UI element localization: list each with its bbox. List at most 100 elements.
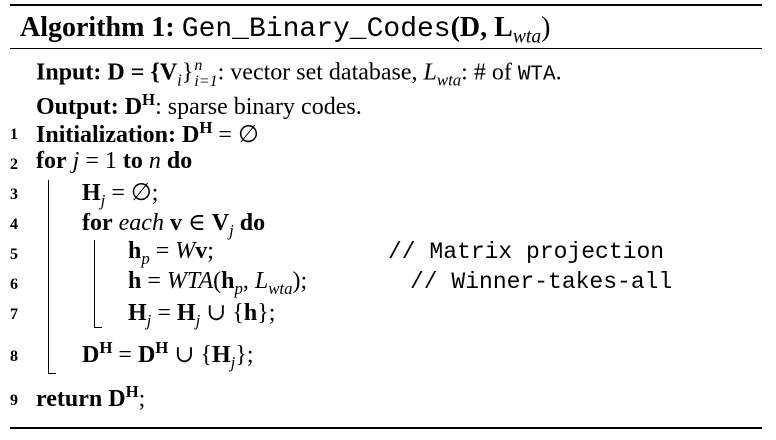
line5-h: h bbox=[128, 238, 142, 264]
line8-D2: D bbox=[137, 342, 156, 368]
outer-loop-bar bbox=[48, 180, 49, 374]
line6-open: ( bbox=[213, 268, 222, 294]
line6-L-sub: wta bbox=[268, 278, 293, 298]
line8-union: ∪ { bbox=[168, 342, 212, 368]
input-L: L bbox=[423, 59, 437, 86]
output-D: D bbox=[124, 94, 143, 120]
line6-sub: p bbox=[234, 278, 243, 298]
line4-V: V bbox=[211, 210, 230, 236]
line-6: h = WTA(hp, Lwta); bbox=[128, 268, 307, 299]
line8-D: D bbox=[82, 342, 100, 368]
output-text: : sparse binary codes. bbox=[155, 94, 362, 120]
line7-sub: j bbox=[146, 310, 152, 330]
input-sub-i: i bbox=[177, 70, 182, 90]
line-3: Hj = ∅; bbox=[82, 178, 158, 211]
line-5: hp = Wv; bbox=[128, 238, 214, 269]
line1-sup: H bbox=[199, 118, 213, 137]
line-4: for each v ∈ Vj do bbox=[82, 208, 265, 241]
line6-close: ); bbox=[292, 268, 308, 294]
line-2: for j = 1 to n do bbox=[36, 148, 192, 175]
line6-comma: , bbox=[242, 268, 255, 294]
do-keyword: do bbox=[239, 210, 266, 236]
line6-eq: = bbox=[141, 268, 167, 294]
comment-matrix-projection: // Matrix projection bbox=[388, 239, 665, 265]
line-number: 7 bbox=[10, 306, 18, 323]
line-number: 8 bbox=[10, 348, 18, 365]
line9-sup: H bbox=[125, 382, 139, 401]
input-sup-n: n bbox=[194, 57, 203, 74]
top-rule bbox=[10, 4, 762, 6]
algorithm-box: Algorithm 1: Gen_Binary_Codes(D, Lwta) I… bbox=[10, 4, 762, 429]
line7-eq: = bbox=[151, 300, 177, 326]
line8-close: }; bbox=[235, 342, 254, 368]
line4-sub: j bbox=[229, 220, 234, 240]
line-number: 9 bbox=[10, 392, 18, 409]
each-keyword: each bbox=[118, 210, 164, 236]
algorithm-label: Algorithm 1: bbox=[20, 12, 175, 43]
line8-eq: = bbox=[112, 342, 138, 368]
line5-eq: = bbox=[149, 238, 176, 264]
output-line: Output: DH: sparse binary codes. bbox=[36, 90, 362, 121]
line-8: DH = DH ∪ {Hj}; bbox=[82, 338, 254, 373]
line-number: 4 bbox=[10, 216, 18, 233]
return-keyword: return bbox=[36, 386, 103, 412]
to-keyword: to bbox=[122, 148, 143, 174]
line7-sub2: j bbox=[195, 310, 201, 330]
algorithm-title: Algorithm 1: Gen_Binary_Codes(D, Lwta) bbox=[20, 12, 550, 49]
line8-sub: j bbox=[230, 352, 236, 372]
inner-loop-end bbox=[94, 327, 102, 328]
line7-H2: H bbox=[176, 300, 196, 326]
input-keyword: Input: bbox=[36, 59, 102, 86]
line5-v: v bbox=[195, 238, 208, 264]
line-number: 3 bbox=[10, 186, 18, 203]
line2-var: j bbox=[72, 148, 80, 174]
output-keyword: Output: bbox=[36, 94, 119, 120]
line3-sub: j bbox=[100, 190, 106, 210]
line6-h2: h bbox=[221, 268, 235, 294]
output-sup: H bbox=[142, 90, 156, 109]
line9-D: D bbox=[108, 386, 126, 412]
line6-L: L bbox=[254, 268, 269, 294]
line6-WTA: WTA bbox=[166, 268, 214, 294]
line-7: Hj = Hj ∪ {h}; bbox=[128, 298, 275, 331]
line9-end: ; bbox=[138, 386, 146, 412]
for-keyword: for bbox=[36, 148, 67, 174]
input-desc-2: : # of bbox=[461, 59, 512, 86]
line8-sup: H bbox=[99, 338, 113, 357]
do-keyword: do bbox=[166, 148, 193, 174]
line2-mid: = 1 bbox=[79, 148, 123, 174]
line7-h: h bbox=[243, 300, 258, 326]
line1-D: D bbox=[182, 122, 200, 148]
line6-h: h bbox=[128, 268, 142, 294]
algorithm-name: Gen_Binary_Codes bbox=[181, 14, 451, 45]
line8-sup2: H bbox=[155, 338, 169, 357]
input-L-sub: wta bbox=[436, 70, 462, 90]
line4-in: ∈ bbox=[181, 210, 212, 236]
middle-rule bbox=[10, 48, 762, 49]
input-sub-i1: i=1 bbox=[194, 73, 218, 90]
line8-H: H bbox=[212, 342, 231, 368]
init-keyword: Initialization: bbox=[36, 122, 177, 148]
line1-rest: = ∅ bbox=[212, 122, 259, 148]
line7-close: }; bbox=[257, 300, 276, 326]
input-set: D = {V bbox=[107, 59, 178, 86]
line4-v: v bbox=[169, 210, 182, 236]
line7-H: H bbox=[128, 300, 147, 326]
line2-n: n bbox=[148, 148, 161, 174]
line-1: Initialization: DH = ∅ bbox=[36, 118, 259, 149]
line5-sub: p bbox=[141, 248, 150, 268]
outer-loop-end bbox=[48, 373, 56, 374]
line5-W: W bbox=[175, 238, 196, 264]
line-number: 2 bbox=[10, 156, 18, 173]
input-desc: : vector set database, bbox=[217, 59, 418, 86]
line-number: 6 bbox=[10, 276, 18, 293]
line3-rest: = ∅; bbox=[105, 180, 159, 206]
line-number: 5 bbox=[10, 246, 18, 263]
inner-loop-bar bbox=[94, 240, 95, 328]
line7-union: ∪ { bbox=[200, 300, 244, 326]
line-number: 1 bbox=[10, 126, 18, 143]
input-wta: WTA bbox=[517, 63, 556, 87]
line-9: return DH; bbox=[36, 382, 145, 413]
